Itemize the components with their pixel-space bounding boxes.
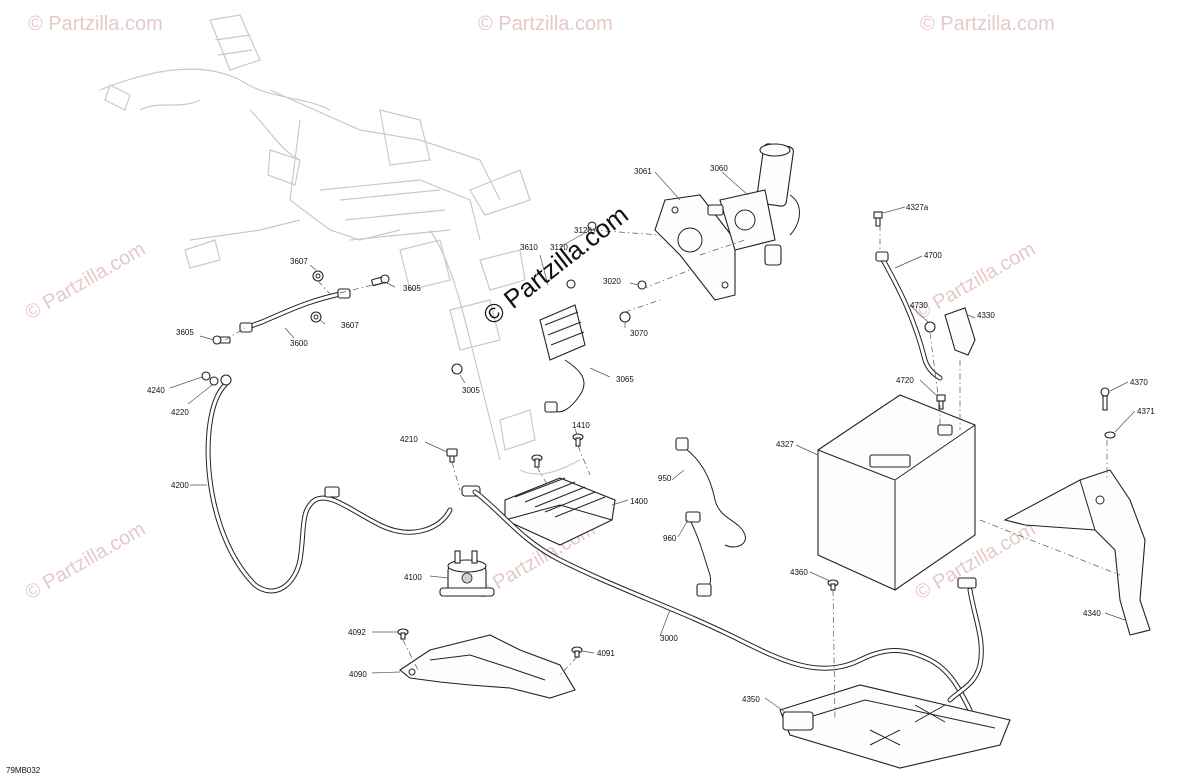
watermark-text: © Partzilla.com xyxy=(22,238,150,324)
ground-strap-3600 xyxy=(239,288,351,333)
watermark-text: © Partzilla.com xyxy=(28,13,163,35)
diagram-code: 79MB032 xyxy=(6,766,41,775)
bolt-3605-upper xyxy=(371,274,390,287)
label-4210: 4210 xyxy=(400,435,418,444)
label-960: 960 xyxy=(663,534,677,543)
label-3120-lower: 3120 xyxy=(550,243,568,252)
main-harness-3000 xyxy=(472,489,984,713)
label-3605-upper: 3605 xyxy=(403,284,421,293)
plate-4090 xyxy=(399,634,576,699)
watermark-text: © Partzilla.com xyxy=(478,13,613,35)
relay-4100 xyxy=(439,550,495,597)
label-3000: 3000 xyxy=(660,634,678,643)
screw-1400-small xyxy=(531,454,543,468)
fastener-4091 xyxy=(571,646,583,658)
battery-cable-4700 xyxy=(875,251,943,381)
label-3005: 3005 xyxy=(462,386,480,395)
actuator-3060 xyxy=(707,143,800,266)
label-1410: 1410 xyxy=(572,421,590,430)
label-4700: 4700 xyxy=(924,251,942,260)
bolt-4360 xyxy=(827,579,839,591)
label-3061: 3061 xyxy=(634,167,652,176)
label-3020: 3020 xyxy=(603,277,621,286)
label-3120-upper: 3120 xyxy=(574,226,592,235)
nut-3607-upper xyxy=(312,270,324,282)
fastener-4092 xyxy=(397,628,409,640)
label-4371: 4371 xyxy=(1137,407,1155,416)
label-3610: 3610 xyxy=(520,243,538,252)
washer-4371 xyxy=(1104,431,1116,439)
label-4240: 4240 xyxy=(147,386,165,395)
label-3607-lower: 3607 xyxy=(341,321,359,330)
label-4360: 4360 xyxy=(790,568,808,577)
terminal-cover-4330 xyxy=(944,307,976,356)
screw-3005 xyxy=(451,363,463,375)
label-3065: 3065 xyxy=(616,375,634,384)
label-3607-upper: 3607 xyxy=(290,257,308,266)
label-4730: 4730 xyxy=(910,301,928,310)
screw-3070 xyxy=(619,311,631,323)
screw-1410 xyxy=(572,433,584,447)
watermark-text: © Partzilla.com xyxy=(920,13,1055,35)
label-4350: 4350 xyxy=(742,695,760,704)
label-3070: 3070 xyxy=(630,329,648,338)
screw-4210 xyxy=(446,448,458,463)
battery-4327 xyxy=(817,394,976,591)
ghost-frame xyxy=(99,14,581,475)
bolt-4327a xyxy=(873,211,883,227)
nut-3607-lower xyxy=(310,311,322,323)
label-4370: 4370 xyxy=(1130,378,1148,387)
harness-3065 xyxy=(539,304,586,413)
label-4330: 4330 xyxy=(977,311,995,320)
bolt-4720 xyxy=(936,394,946,410)
label-1400: 1400 xyxy=(630,497,648,506)
leader-lines xyxy=(169,171,1136,713)
label-4327: 4327 xyxy=(776,440,794,449)
nut-4240 xyxy=(201,371,211,381)
part-number-labels: 3061 3060 3120 3120 3610 3020 3070 3065 … xyxy=(147,164,1155,704)
label-4091: 4091 xyxy=(597,649,615,658)
voltage-regulator-1400 xyxy=(461,477,616,546)
label-950: 950 xyxy=(658,474,672,483)
bracket-3061 xyxy=(654,194,736,301)
bolt-3610 xyxy=(566,279,576,289)
cable-4200 xyxy=(205,374,453,594)
assembly-guides xyxy=(224,225,1121,721)
label-3600: 3600 xyxy=(290,339,308,348)
washer-4220 xyxy=(209,376,219,386)
label-4340: 4340 xyxy=(1083,609,1101,618)
label-4220: 4220 xyxy=(171,408,189,417)
label-4200: 4200 xyxy=(171,481,189,490)
battery-tray-4350 xyxy=(779,684,1011,769)
label-4092: 4092 xyxy=(348,628,366,637)
bolt-3605-lower xyxy=(212,335,231,345)
label-3605-lower: 3605 xyxy=(176,328,194,337)
central-watermark: © Partzilla.com xyxy=(477,199,634,331)
bracket-4340 xyxy=(1003,469,1151,636)
bolt-4370 xyxy=(1100,387,1110,411)
watermark-text: © Partzilla.com xyxy=(22,518,150,604)
label-4090: 4090 xyxy=(349,670,367,679)
label-3060: 3060 xyxy=(710,164,728,173)
label-4327a: 4327a xyxy=(906,203,929,212)
label-4720: 4720 xyxy=(896,376,914,385)
label-4100: 4100 xyxy=(404,573,422,582)
nut-4730 xyxy=(924,321,936,333)
sensor-harness-950 xyxy=(675,437,746,597)
